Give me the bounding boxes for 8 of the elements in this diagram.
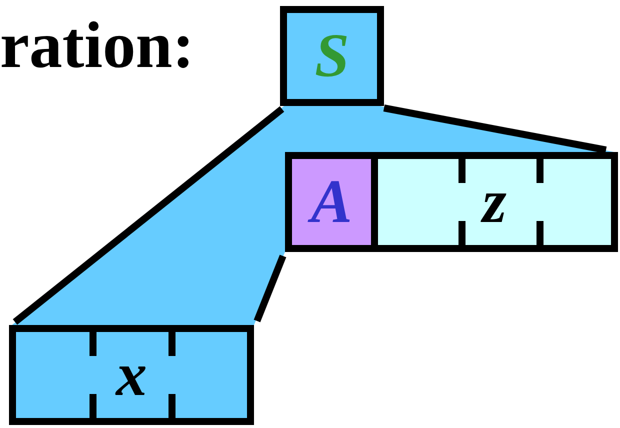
symbol-box bbox=[9, 325, 254, 425]
title: ration: bbox=[0, 8, 194, 84]
symbol-label: x bbox=[116, 344, 147, 406]
symbol-box bbox=[285, 152, 378, 252]
symbol-box bbox=[378, 152, 618, 252]
symbol-label: z bbox=[482, 171, 507, 233]
symbol-label: S bbox=[314, 25, 350, 87]
symbol-box bbox=[280, 6, 384, 106]
